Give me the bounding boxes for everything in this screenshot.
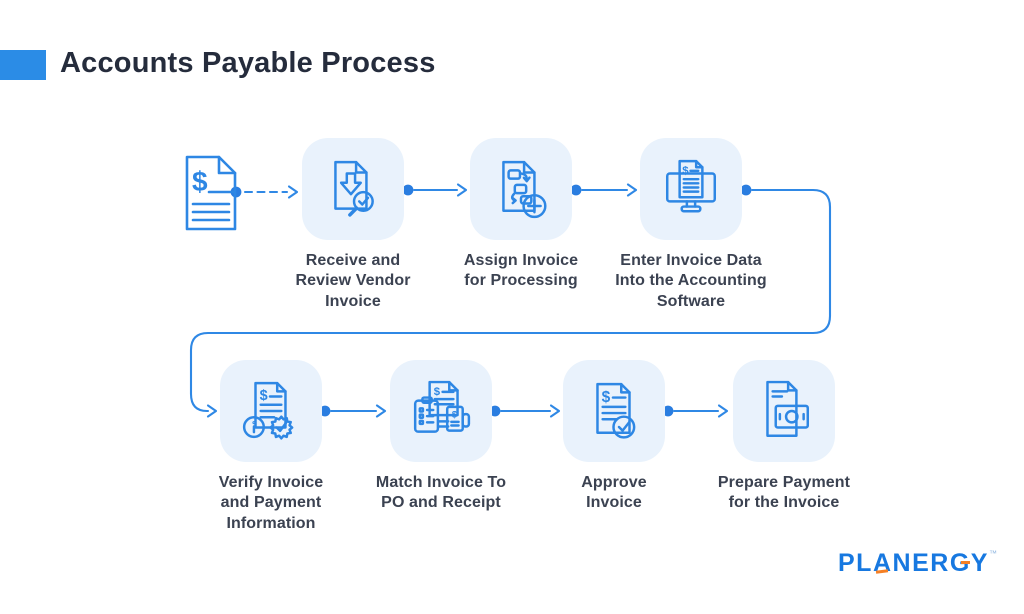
step-label-prepare: Prepare Payment for the Invoice bbox=[717, 474, 851, 512]
svg-text:$: $ bbox=[602, 389, 611, 406]
planergy-logo: PLANERGY™ bbox=[838, 549, 997, 578]
prepare-payment-icon bbox=[766, 380, 810, 438]
step-box-prepare bbox=[733, 360, 835, 462]
svg-text:$: $ bbox=[260, 388, 268, 404]
step-label-assign: Assign Invoice for Processing bbox=[463, 252, 579, 290]
step-box-receive bbox=[302, 138, 404, 240]
logo-letter-g: G bbox=[949, 549, 971, 577]
vendor-invoice-document-icon: $ bbox=[185, 155, 237, 231]
svg-text:$: $ bbox=[192, 166, 208, 197]
logo-part: Y bbox=[970, 549, 989, 577]
step-box-approve: $ bbox=[563, 360, 665, 462]
logo-part: PL bbox=[838, 549, 873, 577]
step-label-match: Match Invoice To PO and Receipt bbox=[375, 474, 507, 512]
svg-text:$: $ bbox=[682, 165, 689, 177]
step-box-assign bbox=[470, 138, 572, 240]
step-label-enter: Enter Invoice Data Into the Accounting S… bbox=[615, 252, 767, 310]
svg-text:$: $ bbox=[434, 386, 441, 398]
match-invoice-po-receipt-icon: $ $ bbox=[413, 380, 471, 433]
trademark-symbol: ™ bbox=[988, 549, 997, 558]
page-title: Accounts Payable Process bbox=[60, 47, 436, 79]
logo-part: NER bbox=[892, 549, 950, 577]
svg-text:$: $ bbox=[452, 410, 458, 420]
approve-invoice-icon: $ bbox=[596, 382, 636, 439]
step-box-verify: $ bbox=[220, 360, 322, 462]
enter-invoice-data-icon: $ bbox=[665, 159, 717, 213]
logo-letter-a: A bbox=[872, 549, 893, 577]
assign-invoice-icon bbox=[502, 160, 547, 219]
verify-invoice-icon: $ bbox=[242, 381, 294, 440]
step-label-receive: Receive and Review Vendor Invoice bbox=[295, 252, 411, 310]
step-label-approve: Approve Invoice bbox=[581, 474, 647, 512]
title-accent-bar bbox=[0, 50, 46, 80]
step-label-verify: Verify Invoice and Payment Information bbox=[218, 474, 324, 532]
step-box-enter: $ bbox=[640, 138, 742, 240]
step-box-match: $ $ bbox=[390, 360, 492, 462]
receive-review-invoice-icon bbox=[334, 160, 374, 217]
